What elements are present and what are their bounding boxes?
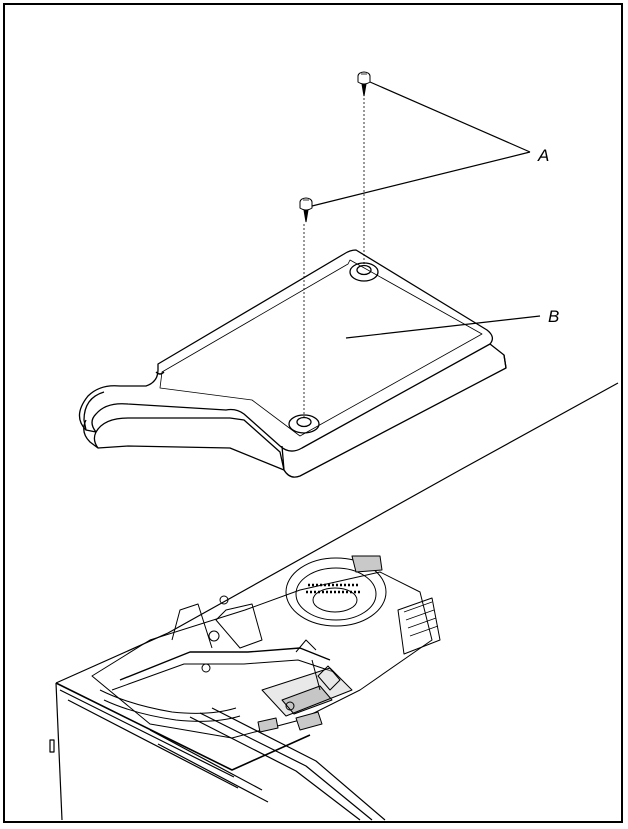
screw-upper <box>357 71 371 97</box>
device-body <box>49 382 619 821</box>
screw-lower <box>299 197 313 223</box>
figure-border <box>3 3 623 823</box>
cover-part <box>78 249 507 478</box>
callout-b: B <box>548 307 559 326</box>
callout-a: A <box>537 146 549 165</box>
drive-mechanism <box>91 555 441 739</box>
assembly-guide-lines <box>303 98 365 420</box>
leader-lines <box>311 81 541 339</box>
